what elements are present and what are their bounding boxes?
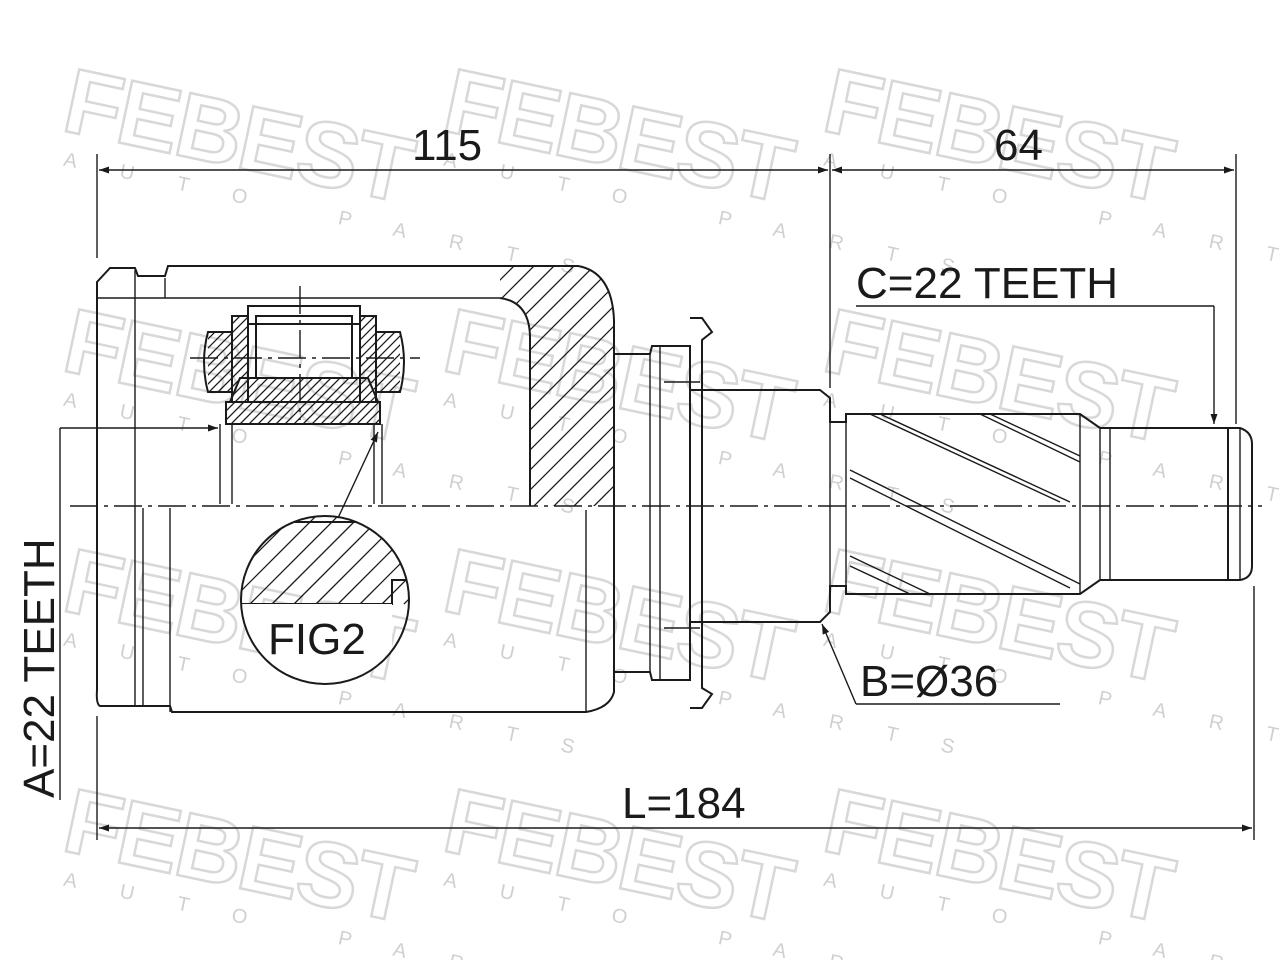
dim-64-label: 64 [994,121,1043,170]
spline-c-label: C=22 TEETH [856,259,1118,308]
dim-115-label: 115 [412,121,482,170]
dimension-lines [59,154,1255,840]
spline-a-label: A=22 TEETH [15,538,64,798]
seal-b-label: B=Ø36 [860,657,998,706]
output-shaft [690,389,1253,623]
seal-flange [614,317,714,709]
fig2-label: FIG2 [268,615,366,664]
total-length-label: L=184 [622,779,746,828]
fig2-detail: FIG2 [240,431,410,685]
